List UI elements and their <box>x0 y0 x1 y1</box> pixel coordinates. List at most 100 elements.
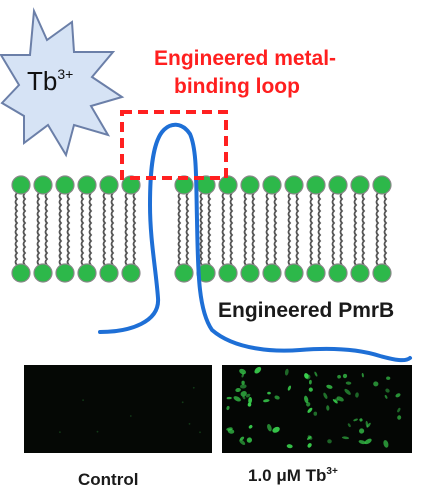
fluorescent-cell <box>226 405 230 411</box>
lipid-head <box>350 175 370 195</box>
control-micrograph <box>24 365 212 453</box>
lipid-tail <box>265 192 270 266</box>
faint-signal <box>181 401 184 404</box>
lipid-tail <box>361 192 366 266</box>
ion-base: Tb <box>27 66 58 96</box>
fluorescent-cell <box>287 385 292 391</box>
lipid-head <box>121 263 141 283</box>
fluorescent-cell <box>239 368 247 375</box>
lipid-tail <box>14 192 19 266</box>
ion-charge: 3+ <box>57 66 74 82</box>
metal-binding-loop-box <box>120 110 228 180</box>
fluorescent-cell <box>327 439 332 444</box>
lipid-tail <box>331 192 336 266</box>
fluorescent-cell <box>313 411 318 416</box>
faint-signal <box>188 423 191 425</box>
fluorescent-cell <box>274 395 280 400</box>
fluorescent-cell <box>307 435 313 440</box>
fluorescent-cell <box>240 391 247 397</box>
lipid-head <box>262 175 282 195</box>
lipid-tail <box>243 192 248 266</box>
faint-signal <box>82 399 84 401</box>
lipid-head <box>11 263 31 283</box>
fluorescent-cell <box>353 418 358 422</box>
fluorescent-cell <box>246 437 253 443</box>
lipid-head <box>33 175 53 195</box>
lipid-head <box>77 263 97 283</box>
fluorescent-cell <box>326 405 330 411</box>
lipid-tail <box>58 192 63 266</box>
lipid-tail <box>88 192 93 266</box>
fluorescent-cell <box>345 381 352 385</box>
lipid-tail <box>229 192 234 266</box>
fluorescent-cell <box>342 373 348 379</box>
fluorescent-cell <box>286 444 293 449</box>
lipid-head <box>306 263 326 283</box>
fluorescent-cell <box>386 376 391 380</box>
fluorescent-cell <box>358 440 366 445</box>
tb-caption-prefix: 1.0 μM Tb <box>248 466 327 485</box>
fluorescent-cell <box>323 392 328 399</box>
lipid-tail <box>317 192 322 266</box>
faint-signal <box>96 430 99 433</box>
fluorescent-cell <box>263 399 270 403</box>
fluorescent-cell <box>361 373 364 378</box>
fluorescent-cell <box>254 366 262 374</box>
lipid-tail <box>185 192 190 266</box>
fluorescent-cell <box>240 384 247 389</box>
lipid-tail <box>80 192 85 266</box>
lipid-tail <box>44 192 49 266</box>
lipid-head <box>33 263 53 283</box>
loop-annotation-line2: binding loop <box>174 75 300 98</box>
protein-label: Engineered PmrB <box>218 299 395 322</box>
fluorescent-cell <box>248 425 253 429</box>
lipid-tail <box>309 192 314 266</box>
lipid-head <box>218 263 238 283</box>
control-caption: Control <box>78 470 139 489</box>
lipid-tail <box>207 192 212 266</box>
fluorescent-cell <box>397 407 401 413</box>
lipid-tail <box>102 192 107 266</box>
lipid-head <box>55 175 75 195</box>
fluorescent-cell <box>314 371 318 377</box>
tb-micrograph-cells <box>226 366 402 449</box>
lipid-head <box>218 175 238 195</box>
control-micrograph-signal <box>59 386 201 434</box>
lipid-tail <box>22 192 27 266</box>
lipid-tail <box>273 192 278 266</box>
fluorescent-cell <box>308 379 312 385</box>
lipid-head <box>262 263 282 283</box>
fluorescent-cell <box>284 368 289 376</box>
ion-label: Tb3+ <box>27 66 73 97</box>
faint-signal <box>199 431 201 434</box>
loop-annotation: Engineered metal- binding loop <box>154 45 336 101</box>
fluorescent-cell <box>365 420 369 428</box>
fluorescent-cell <box>306 402 311 407</box>
lipid-tail <box>177 192 182 266</box>
faint-signal <box>59 431 61 433</box>
lipid-tail <box>199 192 204 266</box>
lipid-head <box>240 175 260 195</box>
fluorescent-cell <box>226 396 232 400</box>
fluorescent-cell <box>241 373 245 378</box>
tb-caption: 1.0 μM Tb3+ <box>248 466 338 486</box>
lipid-head <box>284 263 304 283</box>
lipid-head <box>372 263 392 283</box>
lipid-head <box>372 175 392 195</box>
fluorescent-cell <box>355 392 359 398</box>
ion-starburst-icon <box>0 7 125 158</box>
fluorescent-cell <box>308 387 313 392</box>
lipid-head <box>55 263 75 283</box>
fluorescent-cell <box>359 418 363 422</box>
lipid-tail <box>287 192 292 266</box>
fluorescent-cell <box>326 384 333 389</box>
fluorescent-cell <box>307 407 313 413</box>
lipid-tail <box>110 192 115 266</box>
lipid-head <box>306 175 326 195</box>
lipid-tail <box>383 192 388 266</box>
fluorescent-cell <box>384 394 388 399</box>
fluorescent-cell <box>397 415 402 420</box>
faint-signal <box>129 415 132 417</box>
fluorescent-cell <box>267 424 272 432</box>
